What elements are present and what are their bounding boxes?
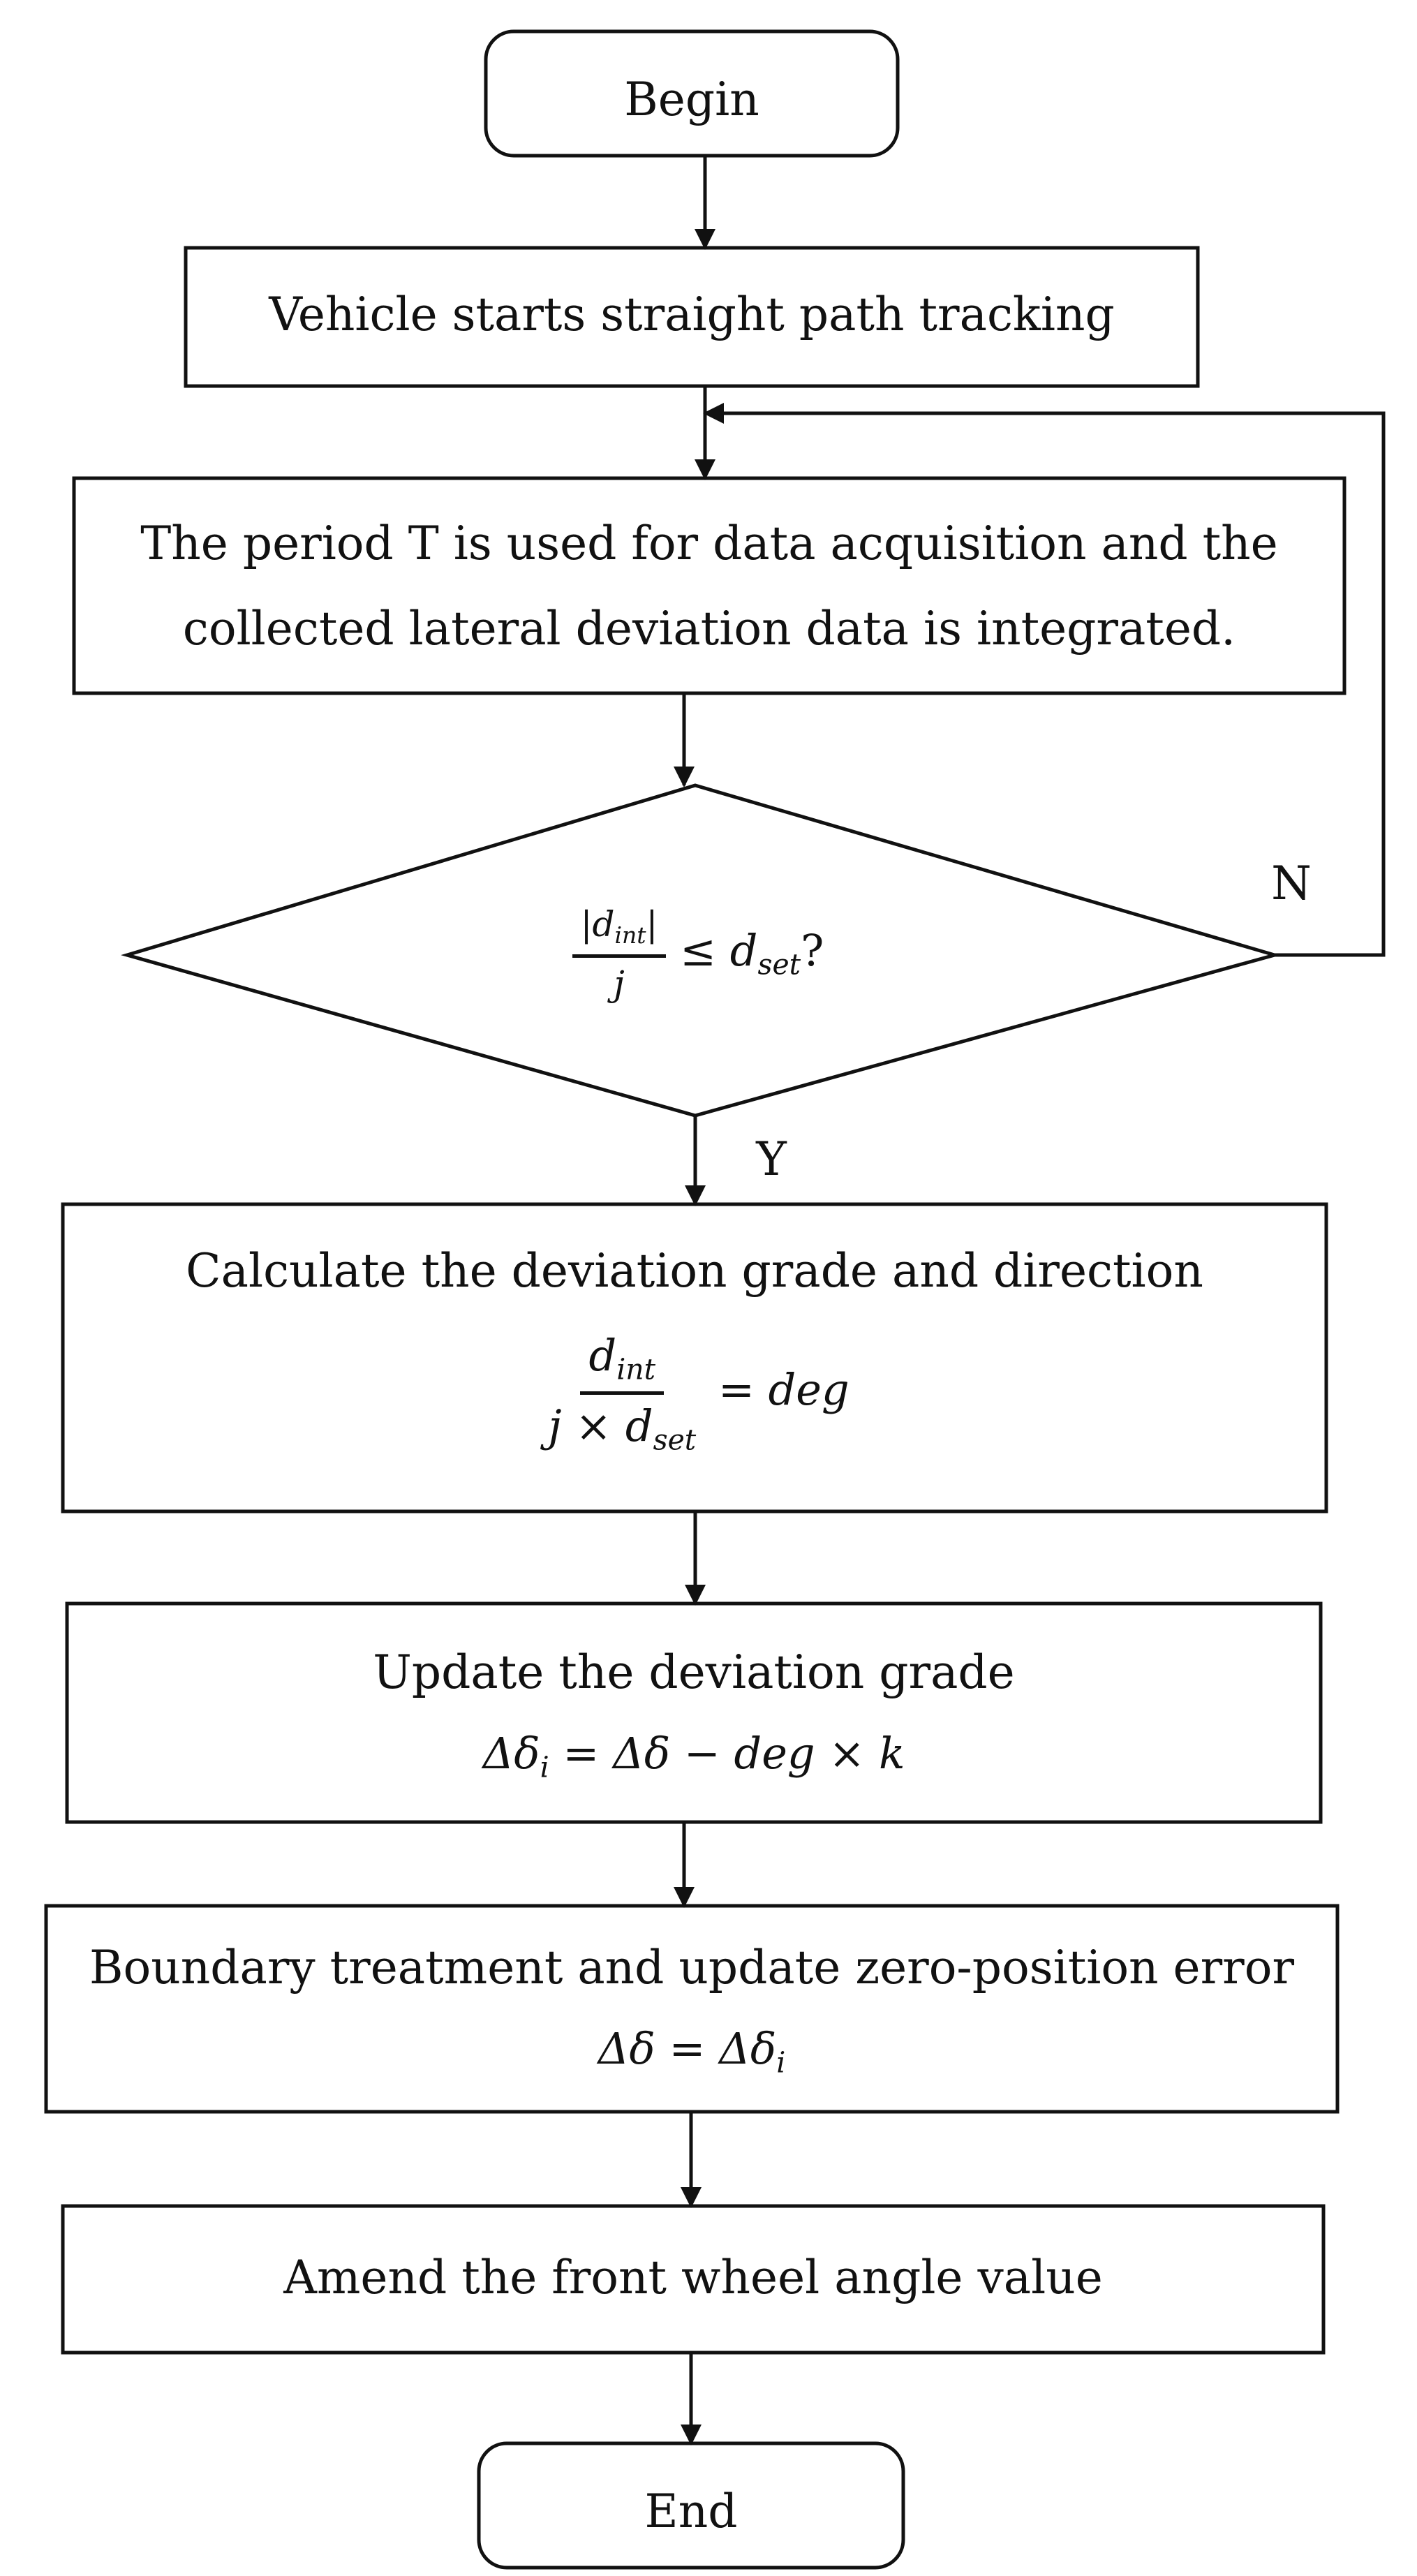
decision-fraction: |dint| j	[572, 904, 667, 1004]
calculate-fraction: dint j × dset	[540, 1330, 704, 1457]
end-label: End	[644, 2485, 738, 2538]
arrow-no-loop	[703, 403, 1386, 957]
no-branch-label: N	[1271, 857, 1312, 910]
decision-relation: ≤ dset?	[680, 924, 824, 981]
acquisition-label-line2: collected lateral deviation data is inte…	[182, 602, 1236, 656]
decision-denominator: j	[614, 963, 625, 1004]
decision-numerator: |dint|	[572, 904, 667, 958]
decision-condition: |dint| j ≤ dset?	[433, 904, 963, 1004]
boundary-title: Boundary treatment and update zero-posit…	[89, 1941, 1294, 1994]
yes-branch-label: Y	[756, 1132, 787, 1186]
boundary-box	[44, 1904, 1340, 2114]
update-grade-box	[65, 1601, 1323, 1824]
calculate-rhs: = deg	[718, 1363, 850, 1415]
calculate-denominator: j × dset	[548, 1400, 697, 1457]
update-title: Update the deviation grade	[373, 1645, 1015, 1699]
calculate-numerator: dint	[580, 1330, 665, 1396]
begin-label: Begin	[624, 73, 759, 126]
calculate-title: Calculate the deviation grade and direct…	[186, 1244, 1203, 1298]
acquisition-box	[72, 476, 1346, 695]
calculate-formula: dint j × dset = deg	[63, 1330, 1326, 1457]
start-tracking-box	[184, 246, 1200, 388]
start-tracking-label: Vehicle starts straight path tracking	[269, 288, 1115, 341]
amend-label: Amend the front wheel angle value	[283, 2251, 1103, 2304]
boundary-formula: Δδ = Δδi	[598, 2023, 786, 2080]
begin-terminator	[484, 29, 900, 158]
update-formula: Δδi = Δδ − deg × k	[482, 1728, 905, 1784]
acquisition-label-line1: The period T is used for data acquisitio…	[140, 517, 1278, 570]
